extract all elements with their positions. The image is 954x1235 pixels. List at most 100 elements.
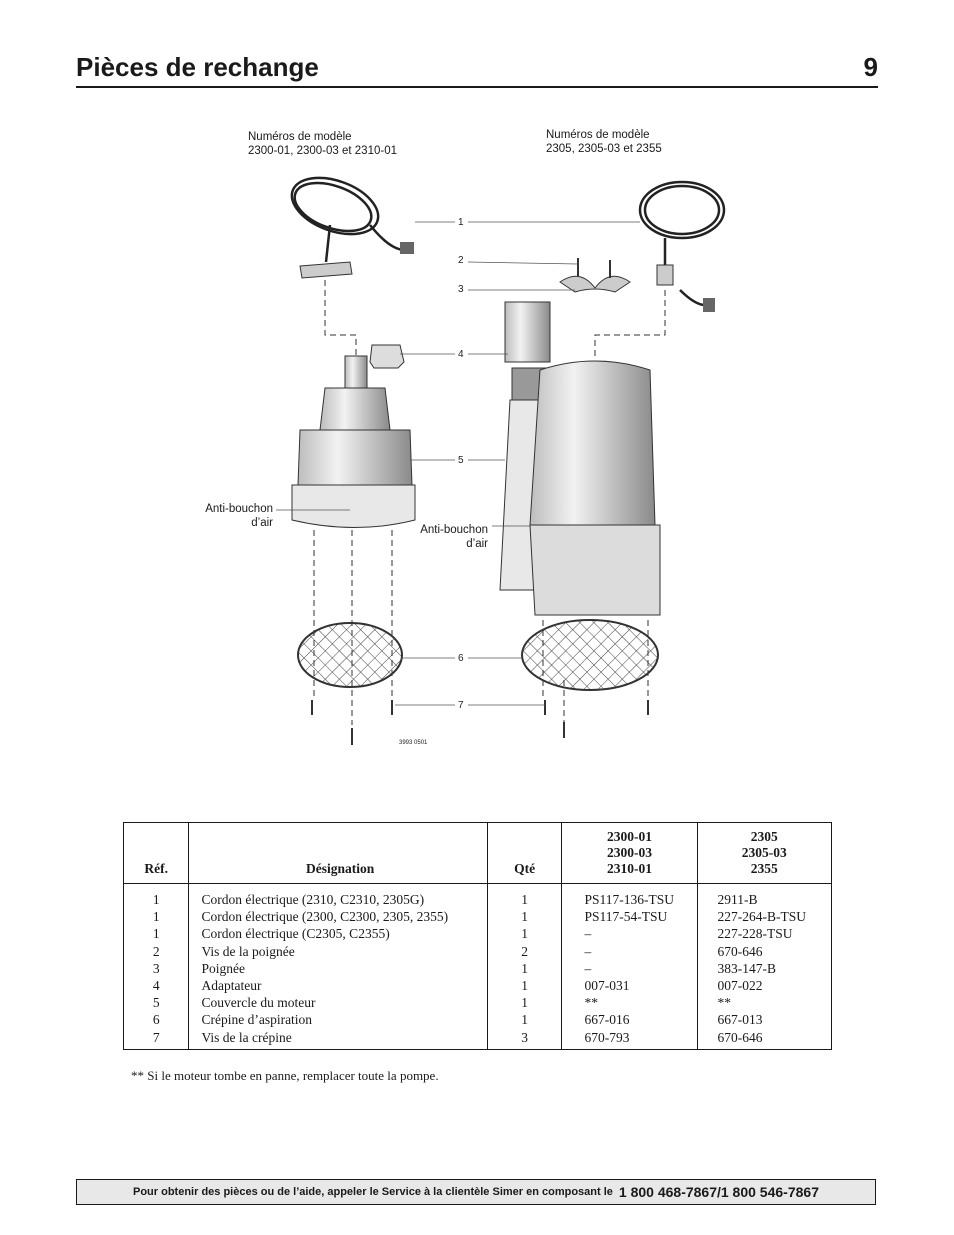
strainer-screws xyxy=(311,700,649,745)
cell-ref: 1 xyxy=(122,925,190,943)
anti-airlock-right: Anti-bouchon d’air xyxy=(410,523,488,551)
header-models-a: 2300-01 2300-03 2310-01 xyxy=(561,822,698,884)
cell-b: 383-147-B xyxy=(696,959,833,978)
cell-designation: Couvercle du moteur xyxy=(188,994,488,1012)
cell-ref: 5 xyxy=(122,994,190,1012)
plug-right xyxy=(703,298,715,312)
cell-qty: 1 xyxy=(486,925,563,943)
callout-6: 6 xyxy=(458,653,464,664)
cell-b: 667-013 xyxy=(696,1011,833,1029)
cell-a: PS117-136-TSU xyxy=(561,883,698,909)
anti-airlock-left: Anti-bouchon d’air xyxy=(198,502,273,530)
callout-3: 3 xyxy=(458,284,464,295)
cell-ref: 6 xyxy=(122,1011,190,1029)
callout-4: 4 xyxy=(458,349,464,360)
cell-b: 227-264-B-TSU xyxy=(696,908,833,926)
cell-ref: 7 xyxy=(122,1028,190,1050)
cell-qty: 3 xyxy=(486,1028,563,1050)
cell-designation: Cordon électrique (2300, C2300, 2305, 23… xyxy=(188,908,488,926)
table-header-row: Réf. Désignation Qté 2300-01 2300-03 231… xyxy=(122,822,833,884)
cell-b: 670-646 xyxy=(696,1028,833,1050)
cell-designation: Vis de la poignée xyxy=(188,942,488,960)
header-model-b3: 2355 xyxy=(750,861,778,876)
header-model-b1: 2305 xyxy=(750,829,778,844)
cell-b: 007-022 xyxy=(696,977,833,995)
cell-a: – xyxy=(561,959,698,978)
callout-7: 7 xyxy=(458,700,464,711)
anti-right-line2: d’air xyxy=(466,538,488,550)
header-model-a1: 2300-01 xyxy=(606,829,652,844)
leader-lines xyxy=(276,221,640,706)
callout-2: 2 xyxy=(458,255,464,266)
callout-5: 5 xyxy=(458,455,464,466)
footnote: ** Si le moteur tombe en panne, remplace… xyxy=(131,1068,439,1083)
cell-a: – xyxy=(561,942,698,960)
handle xyxy=(559,275,631,293)
cell-b: 227-228-TSU xyxy=(696,925,833,943)
footer-text: Pour obtenir des pièces ou de l’aide, ap… xyxy=(133,1186,613,1198)
header-models-b: 2305 2305-03 2355 xyxy=(696,822,833,884)
cell-ref: 2 xyxy=(122,942,190,960)
cell-designation: Poignée xyxy=(188,959,488,978)
cell-a: PS117-54-TSU xyxy=(561,908,698,926)
caption-right-line1: Numéros de modèle xyxy=(546,129,650,141)
assembly-lines xyxy=(313,280,666,725)
pump-right xyxy=(499,301,661,616)
cell-qty: 1 xyxy=(486,977,563,995)
cell-qty: 1 xyxy=(486,908,563,926)
strainer-right xyxy=(521,619,659,691)
power-cord-left xyxy=(290,176,406,263)
caption-left: Numéros de modèle 2300-01, 2300-03 et 23… xyxy=(248,130,397,158)
cell-b: 2911-B xyxy=(696,883,833,909)
callout-1: 1 xyxy=(458,217,464,228)
cell-designation: Cordon électrique (C2305, C2355) xyxy=(188,925,488,943)
cell-a: 007-031 xyxy=(561,977,698,995)
cord-sleeve-right xyxy=(656,264,674,286)
pump-left xyxy=(291,344,416,528)
cell-ref: 3 xyxy=(122,959,190,978)
plug-left xyxy=(400,242,414,254)
caption-right-line2: 2305, 2305-03 et 2355 xyxy=(546,143,662,155)
exploded-parts-diagram: 1 2 3 4 5 6 7 3993 0501 xyxy=(276,176,726,746)
power-cord-right xyxy=(638,180,726,307)
cell-ref: 1 xyxy=(122,908,190,926)
cell-a: 670-793 xyxy=(561,1028,698,1050)
header-model-a2: 2300-03 xyxy=(606,845,652,860)
cell-qty: 2 xyxy=(486,942,563,960)
footer-phone: 1 800 468-7867/1 800 546-7867 xyxy=(618,1184,819,1200)
page-title: Pièces de rechange xyxy=(76,52,319,82)
cell-qty: 1 xyxy=(486,1011,563,1029)
header-designation: Désignation xyxy=(188,822,488,884)
anti-right-line1: Anti-bouchon xyxy=(420,524,488,536)
cell-designation: Cordon électrique (2310, C2310, 2305G) xyxy=(188,883,488,909)
cell-qty: 1 xyxy=(486,959,563,978)
cell-designation: Adaptateur xyxy=(188,977,488,995)
caption-left-line2: 2300-01, 2300-03 et 2310-01 xyxy=(248,145,397,157)
page-number: 9 xyxy=(863,52,878,82)
caption-left-line1: Numéros de modèle xyxy=(248,131,352,143)
header-qty: Qté xyxy=(486,822,563,884)
cell-a: – xyxy=(561,925,698,943)
cell-a: ** xyxy=(561,994,698,1012)
cell-designation: Crépine d’aspiration xyxy=(188,1011,488,1029)
cell-a: 667-016 xyxy=(561,1011,698,1029)
strainer-left xyxy=(297,622,403,688)
cell-designation: Vis de la crépine xyxy=(188,1028,488,1050)
anti-left-line2: d’air xyxy=(251,517,273,529)
parts-table: Réf. Désignation Qté 2300-01 2300-03 231… xyxy=(122,822,833,1050)
cell-ref: 4 xyxy=(122,977,190,995)
caption-right: Numéros de modèle 2305, 2305-03 et 2355 xyxy=(546,128,662,156)
page-header: Pièces de rechange 9 xyxy=(76,52,878,88)
cord-grip-left xyxy=(299,261,353,279)
anti-left-line1: Anti-bouchon xyxy=(205,503,273,515)
footer-bar: Pour obtenir des pièces ou de l’aide, ap… xyxy=(76,1179,876,1205)
